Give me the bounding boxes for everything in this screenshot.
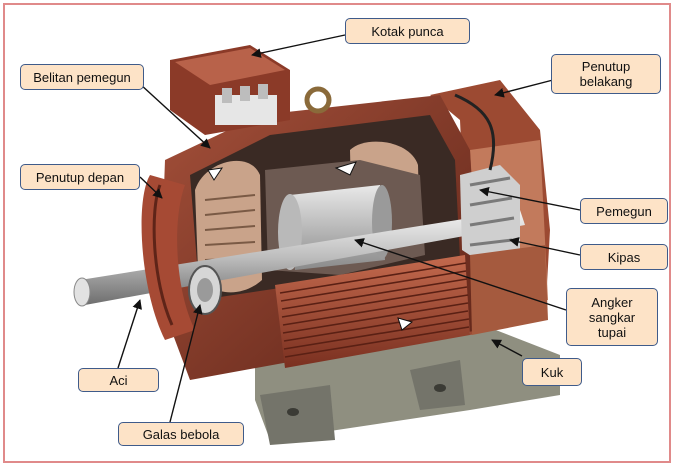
arrow-kipas xyxy=(509,237,581,256)
leader-arrows xyxy=(117,34,581,423)
label-aci: Aci xyxy=(78,368,159,392)
arrow-pemegun xyxy=(479,186,581,211)
cable xyxy=(454,93,496,171)
arrow-penutup-belakang xyxy=(494,79,554,98)
arrow-angker xyxy=(354,238,567,311)
arrow-belitan-pemegun xyxy=(139,83,211,149)
arrow-galas-bebola xyxy=(169,304,203,423)
arrow-penutup-depan xyxy=(139,176,163,199)
label-angker-sangkar-tupai: Angker sangkar tupai xyxy=(566,288,658,346)
terminal-box xyxy=(170,45,332,135)
cooling-fan xyxy=(460,165,520,265)
marker-windings xyxy=(207,167,224,181)
marker-stator xyxy=(334,161,357,176)
label-penutup-depan: Penutup depan xyxy=(20,164,140,190)
label-kipas: Kipas xyxy=(580,244,668,270)
label-pemegun: Pemegun xyxy=(580,198,668,224)
part-markers xyxy=(207,161,414,331)
arrow-aci xyxy=(117,299,142,369)
yoke-finned-frame xyxy=(275,245,548,368)
ball-bearing xyxy=(188,265,222,315)
arrow-kuk xyxy=(491,339,523,357)
label-penutup-belakang: Penutup belakang xyxy=(551,54,661,94)
arrow-kotak-punca xyxy=(251,34,346,58)
marker-kuk xyxy=(397,317,414,331)
label-belitan-pemegun: Belitan pemegun xyxy=(20,64,144,90)
label-kuk: Kuk xyxy=(522,358,582,386)
label-kotak-punca: Kotak punca xyxy=(345,18,470,44)
label-galas-bebola: Galas bebola xyxy=(118,422,244,446)
